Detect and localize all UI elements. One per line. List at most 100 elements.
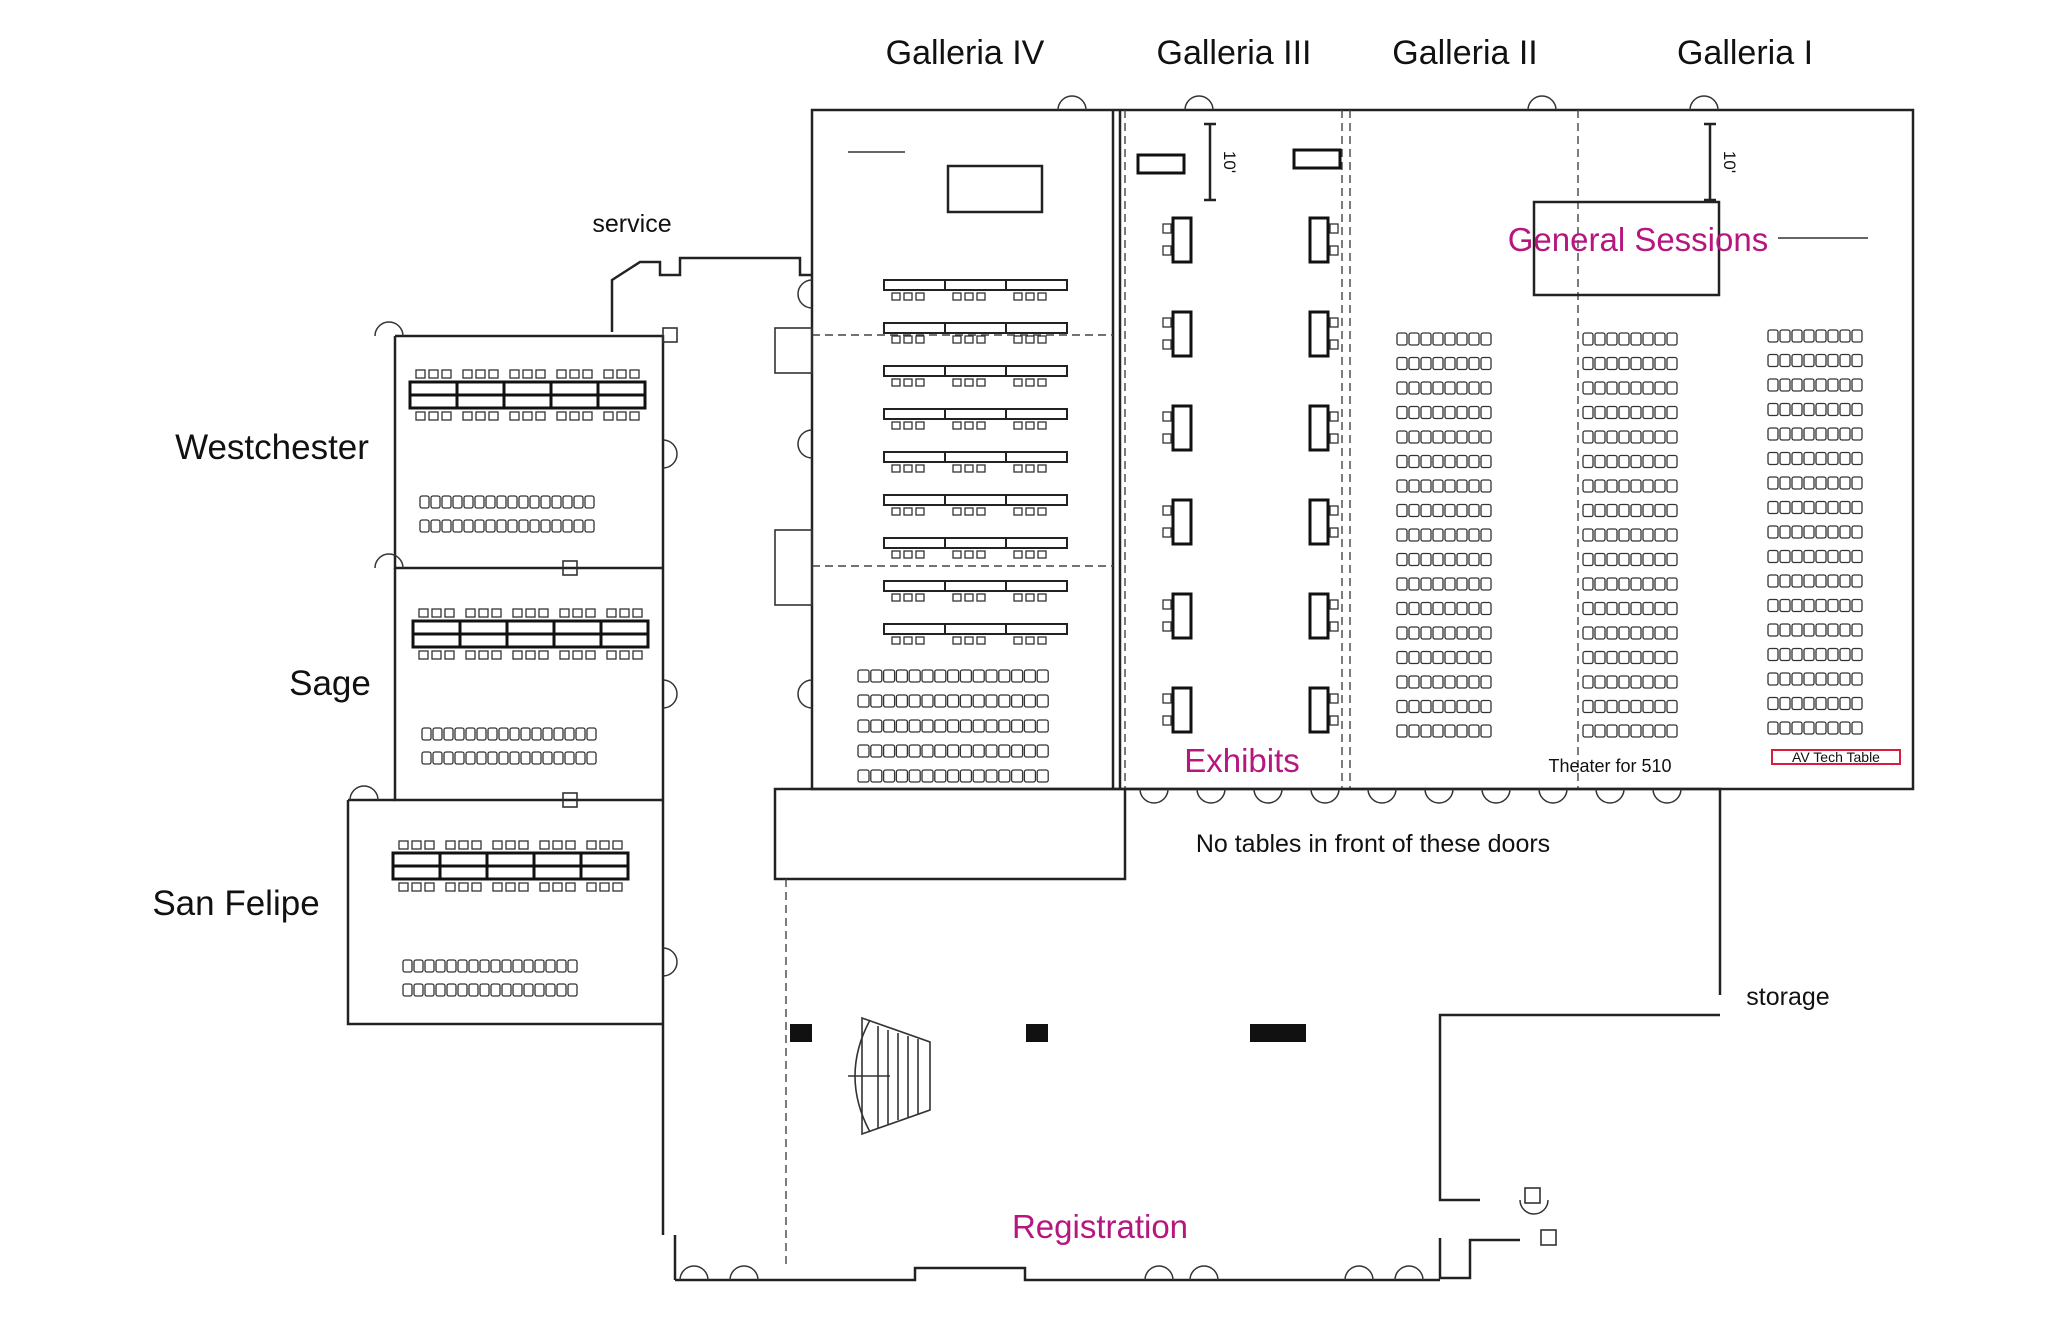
- galleria-iv-side-door: [797, 429, 813, 459]
- theater-seat-a: [1432, 430, 1444, 444]
- galleria-iv-row-chair: [1025, 636, 1035, 645]
- galleria-iv-row-chair: [915, 593, 925, 602]
- theater-seat-b: [1654, 699, 1666, 714]
- theater-seat-c: [1779, 402, 1791, 417]
- galleria-iv-row-table: [883, 408, 1068, 420]
- theater-seat-b: [1666, 650, 1678, 665]
- exhibit-booth-right-table: [1308, 592, 1330, 640]
- theater-seat-c: [1779, 721, 1791, 735]
- theater-seat-c: [1827, 451, 1839, 466]
- galleria-iv-row-table: [883, 322, 1068, 334]
- theater-seat-c: [1839, 500, 1851, 515]
- exhibit-booth-left-chair: [1162, 339, 1172, 350]
- theater-seat-a: [1396, 454, 1408, 469]
- theater-seat-a: [1456, 479, 1468, 493]
- doors: [349, 95, 1719, 1281]
- san-felipe-seat: [468, 983, 479, 997]
- theater-seat-b: [1654, 724, 1666, 738]
- san-felipe-seat: [501, 983, 512, 997]
- theater-seat-a: [1396, 405, 1408, 420]
- exhibit-booth-left-chair: [1162, 599, 1172, 610]
- theater-seat-b: [1594, 503, 1606, 518]
- theater-seat-b: [1618, 503, 1630, 518]
- theater-seat-a: [1444, 577, 1456, 591]
- theater-seat-c: [1779, 647, 1791, 662]
- galleria-iv-row-chair: [1013, 378, 1023, 387]
- theater-seat-a: [1432, 332, 1444, 346]
- theater-seat-b: [1666, 503, 1678, 518]
- galleria-iv-seat: [870, 744, 883, 758]
- theater-seat-a: [1456, 699, 1468, 714]
- theater-seat-c: [1815, 549, 1827, 564]
- theater-seat-c: [1779, 549, 1791, 564]
- theater-seat-c: [1767, 623, 1779, 637]
- galleria-top-door: [1057, 95, 1087, 111]
- san-felipe-seat: [446, 959, 457, 973]
- theater-seat-b: [1630, 650, 1642, 665]
- exhibit-booth-right-chair: [1329, 505, 1339, 516]
- theater-seat-a: [1468, 626, 1480, 640]
- san-felipe-chair-bottom: [539, 882, 550, 892]
- galleria-iv-side-door: [797, 679, 813, 709]
- galleria-iv-row-table: [883, 580, 1068, 592]
- theater-seat-a: [1408, 650, 1420, 665]
- theater-seat-a: [1420, 503, 1432, 518]
- galleria-iv-seat: [946, 694, 960, 708]
- westchester-chair-top: [475, 369, 486, 379]
- galleria-iv-row-chair: [1037, 507, 1047, 516]
- san-felipe-seat: [512, 959, 523, 973]
- theater-seat-a: [1444, 332, 1456, 346]
- theater-seat-c: [1779, 378, 1791, 392]
- galleria-iv-seat: [921, 744, 934, 758]
- galleria-iv-seat: [1010, 719, 1024, 733]
- theater-seat-c: [1839, 427, 1851, 441]
- theater-seat-b: [1582, 479, 1594, 493]
- theater-seat-b: [1642, 577, 1654, 591]
- westchester-seat: [485, 495, 496, 509]
- theater-seat-c: [1779, 623, 1791, 637]
- theater-seat-c: [1803, 402, 1815, 417]
- theater-seat-c: [1827, 500, 1839, 515]
- exhibit-booth-left-chair: [1162, 715, 1172, 726]
- san-felipe-chair-top: [458, 840, 469, 850]
- theater-seat-a: [1396, 381, 1408, 395]
- theater-seat-a: [1480, 405, 1492, 420]
- galleria-iv-seat: [985, 744, 998, 758]
- theater-seat-c: [1803, 574, 1815, 588]
- theater-seat-b: [1654, 552, 1666, 567]
- theater-seat-b: [1642, 503, 1654, 518]
- sage-seat: [575, 751, 586, 765]
- theater-seat-c: [1815, 427, 1827, 441]
- westchester-seat: [419, 519, 430, 533]
- san-felipe-seat: [556, 959, 567, 973]
- galleria-iv-seat: [1010, 769, 1024, 783]
- sage-seat: [520, 751, 531, 765]
- theater-seat-c: [1851, 329, 1863, 343]
- theater-seat-c: [1767, 696, 1779, 711]
- exhibit-booth-left-chair: [1162, 693, 1172, 704]
- westchester-chair-bottom: [428, 411, 439, 421]
- label-theater: Theater for 510: [1548, 756, 1671, 776]
- theater-seat-c: [1803, 378, 1815, 392]
- san-felipe-seat: [545, 983, 556, 997]
- sage-seat: [498, 727, 509, 741]
- theater-seat-b: [1618, 552, 1630, 567]
- theater-seat-b: [1618, 479, 1630, 493]
- theater-seat-b: [1594, 699, 1606, 714]
- theater-seat-b: [1630, 479, 1642, 493]
- theater-seat-c: [1839, 549, 1851, 564]
- san-felipe-chair-top: [599, 840, 610, 850]
- galleria-iv-row-chair: [891, 636, 901, 645]
- theater-seat-c: [1767, 647, 1779, 662]
- theater-seat-b: [1642, 699, 1654, 714]
- galleria-bottom-door: [1424, 788, 1454, 804]
- theater-seat-c: [1815, 402, 1827, 417]
- galleria-iv-row-table: [883, 451, 1068, 463]
- theater-seat-b: [1642, 332, 1654, 346]
- theater-seat-b: [1642, 356, 1654, 371]
- galleria-iv-row-chair: [903, 636, 913, 645]
- galleria-iv-seat: [921, 694, 934, 708]
- theater-seat-a: [1480, 332, 1492, 346]
- galleria-iv-seat: [895, 744, 909, 758]
- theater-seat-c: [1839, 647, 1851, 662]
